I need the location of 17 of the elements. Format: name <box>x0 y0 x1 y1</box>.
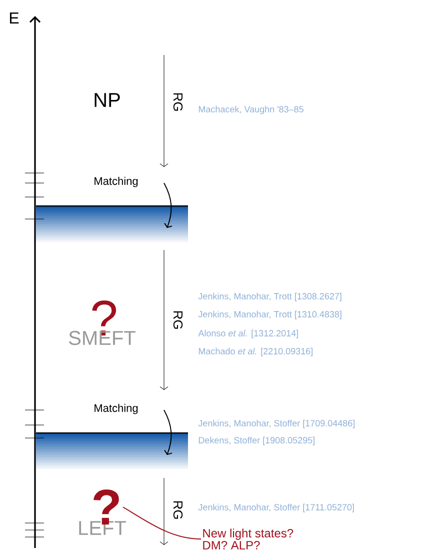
region-label: NP <box>94 93 120 107</box>
reference: Jenkins, Manohar, Trott [1310.4838] <box>198 310 342 320</box>
reference: Machacek, Vaughn '83–85 <box>198 106 304 114</box>
axis-label: E <box>10 12 19 24</box>
reference: Jenkins, Manohar, Trott [1308.2627] <box>198 292 342 302</box>
arrow-label: RG <box>173 93 183 111</box>
reference: Alonso et al. [1312.2014] <box>198 330 298 338</box>
reference: Machado et al. [2210.09316] <box>198 348 312 356</box>
arrow-label: Matching <box>94 404 138 414</box>
arrow-label: RG <box>173 311 183 329</box>
reference: Dekens, Stoffer [1908.05295] <box>198 436 314 446</box>
arrow-label: Matching <box>94 176 138 188</box>
reference: Jenkins, Manohar, Stoffer [1709.04486] <box>198 420 354 428</box>
reference: Jenkins, Manohar, Stoffer [1711.05270] <box>198 504 354 512</box>
annotation-text: New light states? DM? ALP? <box>203 528 294 550</box>
leader-line <box>122 506 202 540</box>
arrow-label: RG <box>173 501 183 519</box>
